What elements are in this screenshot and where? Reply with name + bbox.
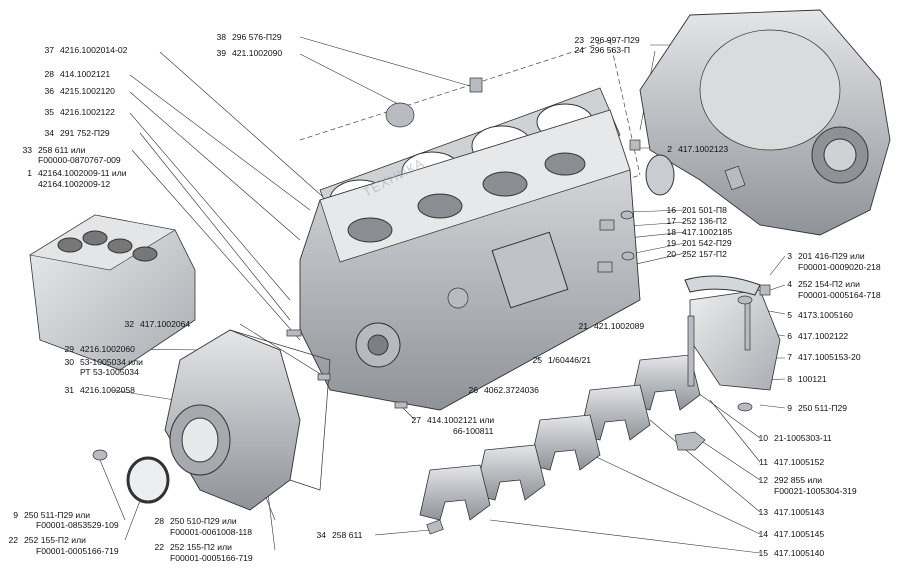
rear-seal-holder — [684, 275, 781, 391]
callout-12-alt: F00021-1005304-319 — [774, 486, 857, 496]
callout-30-alt: РТ 53-1005034 — [80, 367, 139, 377]
callout-3-alt: F00001-0009020-218 — [798, 262, 881, 272]
bearing-caps — [419, 354, 701, 521]
front-cover — [126, 329, 331, 511]
flywheel-housing — [639, 9, 891, 236]
callout-22-bottom-alt: F00001-0005166-719 — [170, 553, 253, 563]
callout-22-left-alt: F00001-0005166-719 — [36, 546, 119, 556]
fasteners — [92, 77, 771, 535]
callout-9-left-alt: F00001-0853529-109 — [36, 520, 119, 530]
cylinder-block — [299, 109, 641, 411]
callout-1-alt: 42164.1002009-12 — [38, 179, 111, 189]
callout-33-alt: F00000-0870767-009 — [38, 155, 121, 165]
block-thumbnail — [29, 214, 196, 371]
callout-4-alt: F00001-0005164-718 — [798, 290, 881, 300]
callout-28-bottom-alt: F00001-0061008-118 — [170, 527, 253, 537]
callout-27-alt: 66-100811 — [453, 426, 494, 436]
